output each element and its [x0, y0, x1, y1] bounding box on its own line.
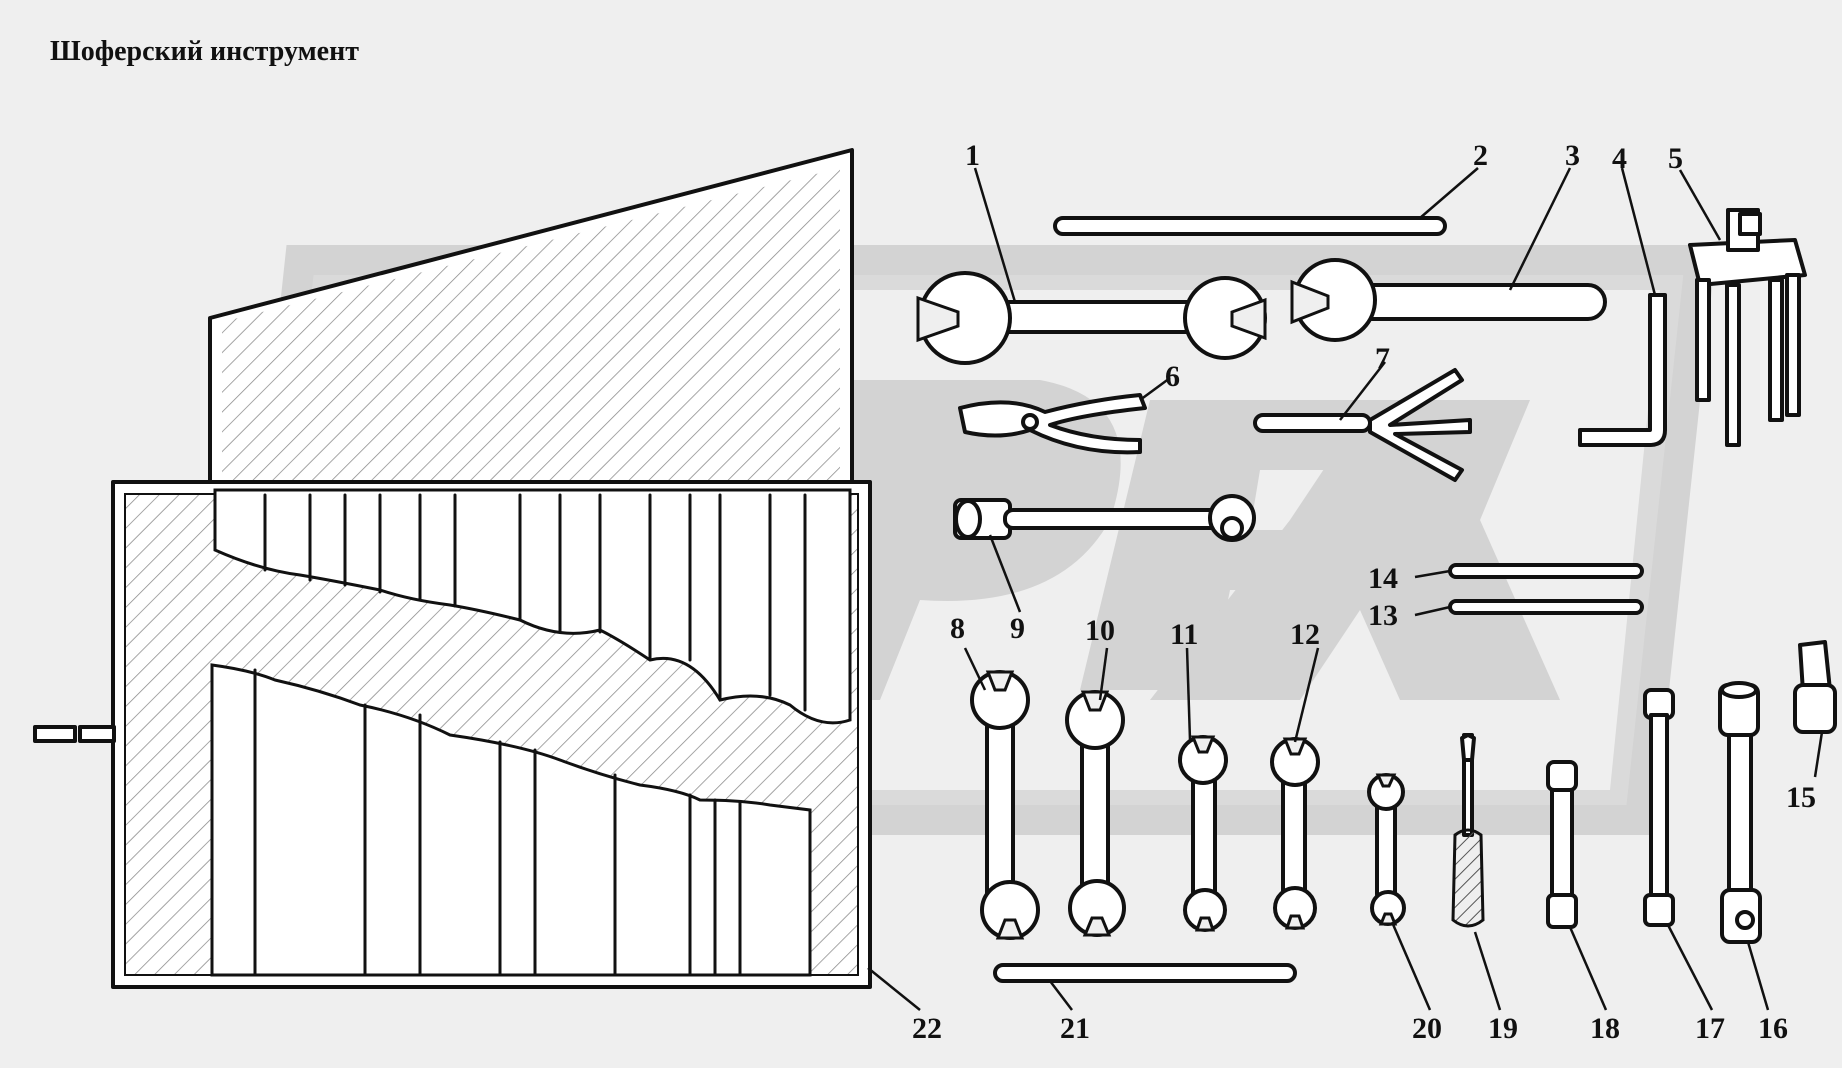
callout-13: 13: [1368, 599, 1398, 632]
leader-lines: [867, 167, 1824, 1011]
page-title: Шоферский инструмент: [50, 36, 359, 67]
extension-18: [1546, 760, 1578, 929]
wrench-8: [970, 670, 1040, 940]
rod-17: [1643, 688, 1675, 927]
wrench-12: [1270, 737, 1320, 930]
callout-14: 14: [1368, 562, 1398, 595]
callout-20: 20: [1412, 1012, 1442, 1045]
callout-12: 12: [1290, 618, 1320, 651]
callout-4: 4: [1612, 142, 1627, 175]
bar-2: [1053, 216, 1447, 236]
tool-bag-22: [33, 148, 872, 989]
plug-15: [1793, 640, 1837, 734]
screwdriver-19: [1451, 733, 1485, 928]
callout-6: 6: [1165, 360, 1180, 393]
wrench-11: [1178, 735, 1228, 932]
callout-7: 7: [1375, 342, 1390, 375]
callout-5: 5: [1668, 142, 1683, 175]
callout-9: 9: [1010, 612, 1025, 645]
socket-wrench-9: [953, 494, 1256, 542]
callout-16: 16: [1758, 1012, 1788, 1045]
callout-21: 21: [1060, 1012, 1090, 1045]
callout-11: 11: [1170, 618, 1198, 651]
wrench-3: [1290, 258, 1607, 342]
pin-13: [1448, 599, 1644, 615]
callout-15: 15: [1786, 781, 1816, 814]
pin-14: [1448, 563, 1644, 579]
bar-21: [993, 963, 1297, 983]
callout-8: 8: [950, 612, 965, 645]
callout-22: 22: [912, 1012, 942, 1045]
callout-labels: 1 2 3 4 5 6 7 8 9 10 11 12 13 14 15 16 1…: [912, 139, 1816, 1045]
callout-1: 1: [965, 139, 980, 172]
callout-3: 3: [1565, 139, 1580, 172]
hex-key-4: [1578, 293, 1667, 447]
box-wrench-16: [1718, 681, 1762, 944]
wrench-10: [1065, 690, 1126, 937]
callout-2: 2: [1473, 139, 1488, 172]
callout-17: 17: [1695, 1012, 1725, 1045]
puller-5: [1688, 208, 1807, 447]
callout-10: 10: [1085, 614, 1115, 647]
callout-19: 19: [1488, 1012, 1518, 1045]
callout-18: 18: [1590, 1012, 1620, 1045]
pliers-6: [958, 393, 1147, 455]
wrench-20: [1367, 773, 1406, 926]
wrench-1: [916, 271, 1267, 365]
